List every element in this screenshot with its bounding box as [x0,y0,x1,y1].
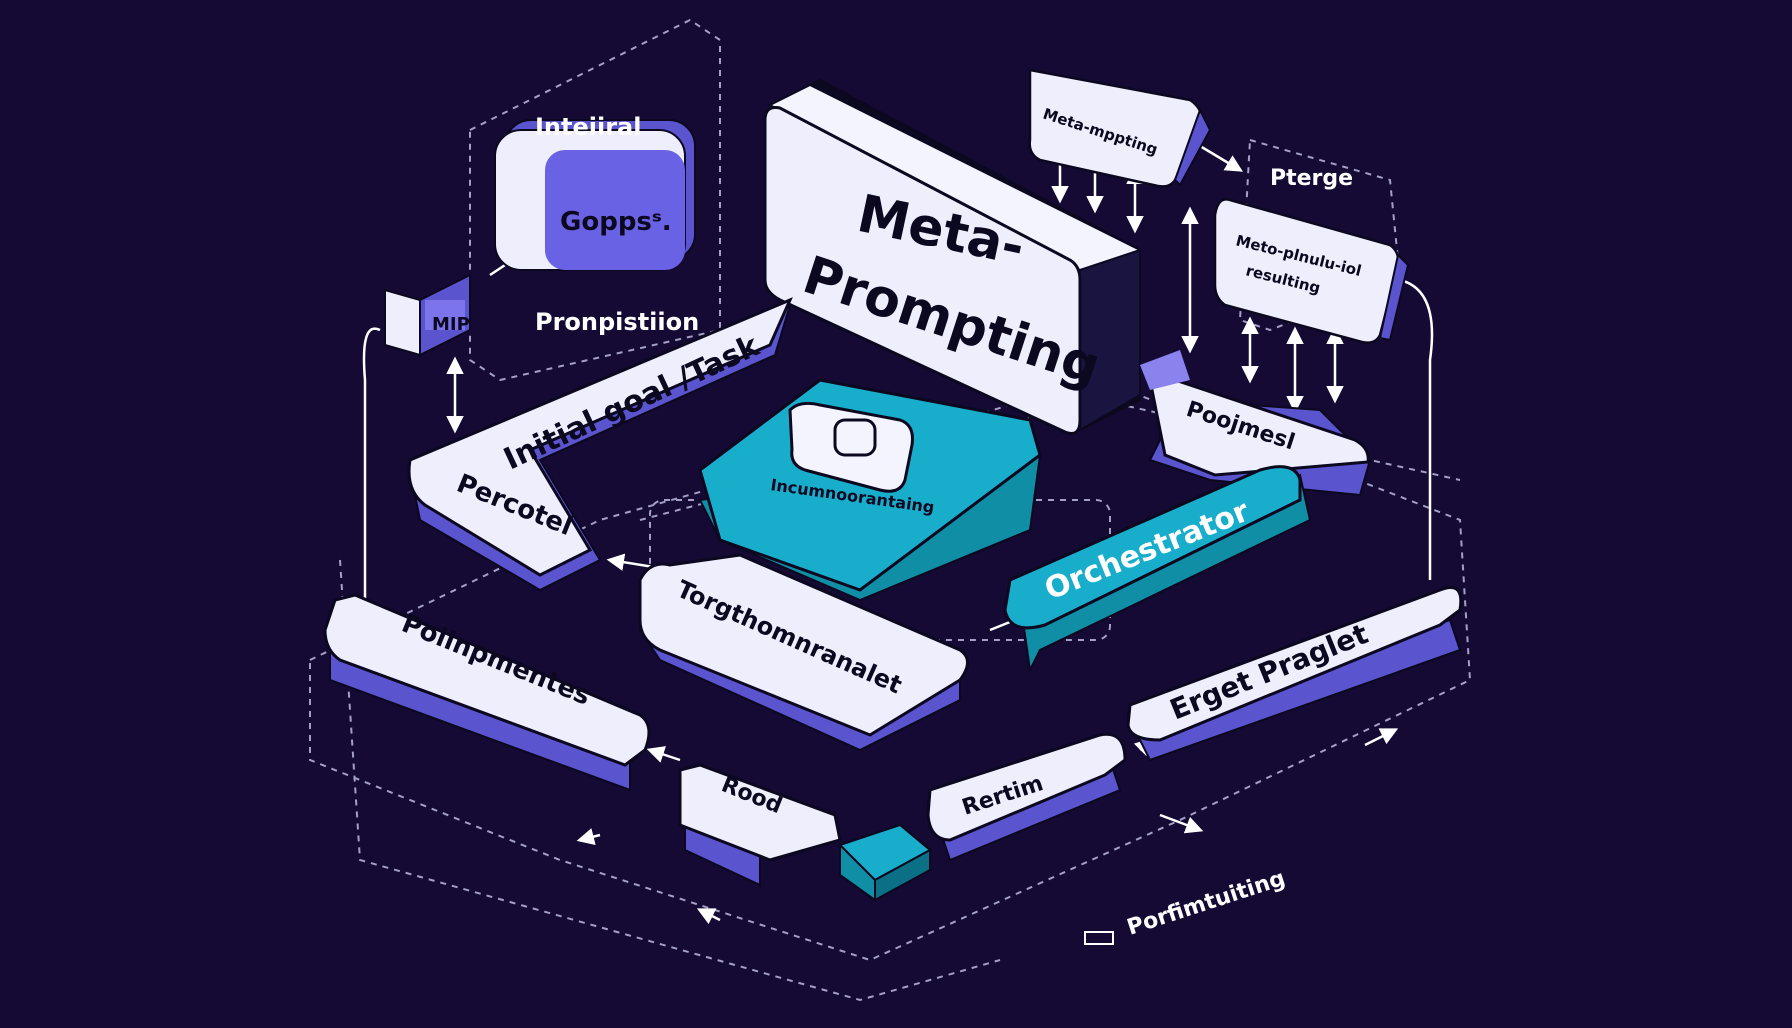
poiinpmentes-block [323,593,651,792]
cyan-cube [838,823,932,902]
small-outline-box [1084,931,1114,945]
mip-label: MIP [432,314,470,335]
center-platform [698,378,1042,602]
torgthomnranalet-block [638,553,969,752]
poojmesl-arm [1140,350,1372,497]
rood-block [678,763,842,887]
porfimtuiting-label: Porfimtuiting [1124,866,1288,941]
erget-praglet-block [1126,586,1463,762]
connector-arrows [362,126,1434,925]
initial-goal-arm [407,297,793,592]
orchestrator-block [1003,465,1312,674]
mip-block: MIP [384,273,471,357]
rertim-block [926,732,1127,862]
meta-resulting-card [1213,198,1410,344]
goppsi-card: Goppsˢ. [494,119,696,271]
goppsi-label: Goppsˢ. [560,207,672,237]
inteiiral-label: Inteiiral [535,113,641,141]
pterge-label: Pterge [1270,166,1353,191]
pronpistiion-label: Pronpistiion [535,308,699,336]
meta-mppting-card [1028,68,1212,188]
title-block [763,78,1143,435]
